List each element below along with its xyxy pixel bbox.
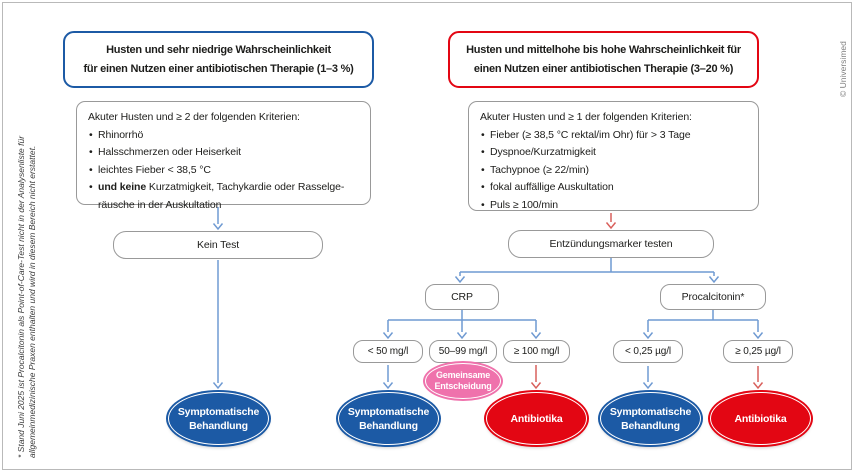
crp-threshold-low: < 50 mg/l	[353, 340, 423, 363]
copyright-credit: © Universimed	[838, 41, 848, 97]
outcome-symptomatic-treatment: Symptomatische Behandlung	[338, 392, 439, 445]
shared-decision-ellipse: Gemeinsame Entscheidung	[425, 363, 501, 399]
criteria-bullet: Puls ≥ 100/min	[480, 197, 749, 215]
criteria-intro: Akuter Husten und ≥ 2 der folgenden Krit…	[88, 111, 300, 123]
criteria-bullet-text: Kurzatmigkeit, Tachykardie oder Rasselge…	[98, 181, 345, 211]
outcome-symptomatic-treatment: Symptomatische Behandlung	[168, 392, 269, 445]
criteria-bullet: leichtes Fieber < 38,5 °C	[88, 162, 361, 180]
footnote-line: allgemeinmedizinische Praxen enthalten u…	[27, 145, 37, 458]
header-line: für einen Nutzen einer antibiotischen Th…	[83, 62, 354, 75]
outcome-label-line: Antibiotika	[734, 412, 787, 425]
outcome-label-line: Antibiotika	[510, 412, 563, 425]
shared-decision-line: Gemeinsame	[435, 369, 491, 380]
procalcitonin-footnote: * Stand Juni 2025 ist Procalcitonin als …	[16, 94, 38, 458]
criteria-bullet: Rhinorrhö	[88, 127, 361, 145]
header-line: Husten und mittelhohe bis hohe Wahrschei…	[466, 43, 741, 56]
criteria-intro: Akuter Husten und ≥ 1 der folgenden Krit…	[480, 111, 692, 123]
criteria-bullet: Fieber (≥ 38,5 °C rektal/im Ohr) für > 3…	[480, 127, 749, 145]
outcome-label-line: Symptomatische	[609, 405, 692, 418]
low-probability-criteria-box: Akuter Husten und ≥ 2 der folgenden Krit…	[76, 101, 371, 211]
shared-decision-line: Entscheidung	[434, 381, 492, 391]
outcome-antibiotics: Antibiotika	[710, 392, 811, 445]
pct-threshold-low: < 0,25 µg/l	[613, 340, 683, 363]
outcome-label-line: Symptomatische	[177, 405, 260, 418]
criteria-bullet: Dyspnoe/Kurzatmigkeit	[480, 144, 749, 162]
header-line: Husten und sehr niedrige Wahrscheinlichk…	[106, 43, 331, 56]
outcome-label-line: Behandlung	[359, 419, 418, 432]
outcome-symptomatic-treatment: Symptomatische Behandlung	[600, 392, 701, 445]
procalcitonin-marker-box: Procalcitonin*	[660, 284, 766, 310]
criteria-bullet: Tachypnoe (≥ 22/min)	[480, 162, 749, 180]
header-line: einen Nutzen einer antibiotischen Therap…	[473, 62, 734, 75]
no-test-box: Kein Test	[113, 231, 323, 259]
low-probability-header: Husten und sehr niedrige Wahrscheinlichk…	[63, 31, 374, 88]
outcome-label-line: Symptomatische	[347, 405, 430, 418]
footnote-line: * Stand Juni 2025 ist Procalcitonin als …	[16, 135, 26, 458]
crp-threshold-high: ≥ 100 mg/l	[503, 340, 570, 363]
test-inflammation-markers-box: Entzündungsmarker testen	[508, 230, 714, 258]
pct-threshold-high: ≥ 0,25 µg/l	[723, 340, 793, 363]
criteria-bullet-emphasis: und keine	[98, 181, 147, 193]
outcome-antibiotics: Antibiotika	[486, 392, 587, 445]
criteria-bullet: und keine Kurzatmigkeit, Tachykardie ode…	[88, 179, 361, 214]
criteria-bullet: Halsschmerzen oder Heiserkeit	[88, 144, 361, 162]
high-probability-criteria-box: Akuter Husten und ≥ 1 der folgenden Krit…	[468, 101, 759, 214]
outcome-label-line: Behandlung	[189, 419, 248, 432]
crp-marker-box: CRP	[425, 284, 499, 310]
outcome-label-line: Behandlung	[621, 419, 680, 432]
crp-threshold-mid: 50–99 mg/l	[429, 340, 497, 363]
high-probability-header: Husten und mittelhohe bis hohe Wahrschei…	[448, 31, 759, 88]
criteria-bullet: fokal auffällige Auskultation	[480, 179, 749, 197]
